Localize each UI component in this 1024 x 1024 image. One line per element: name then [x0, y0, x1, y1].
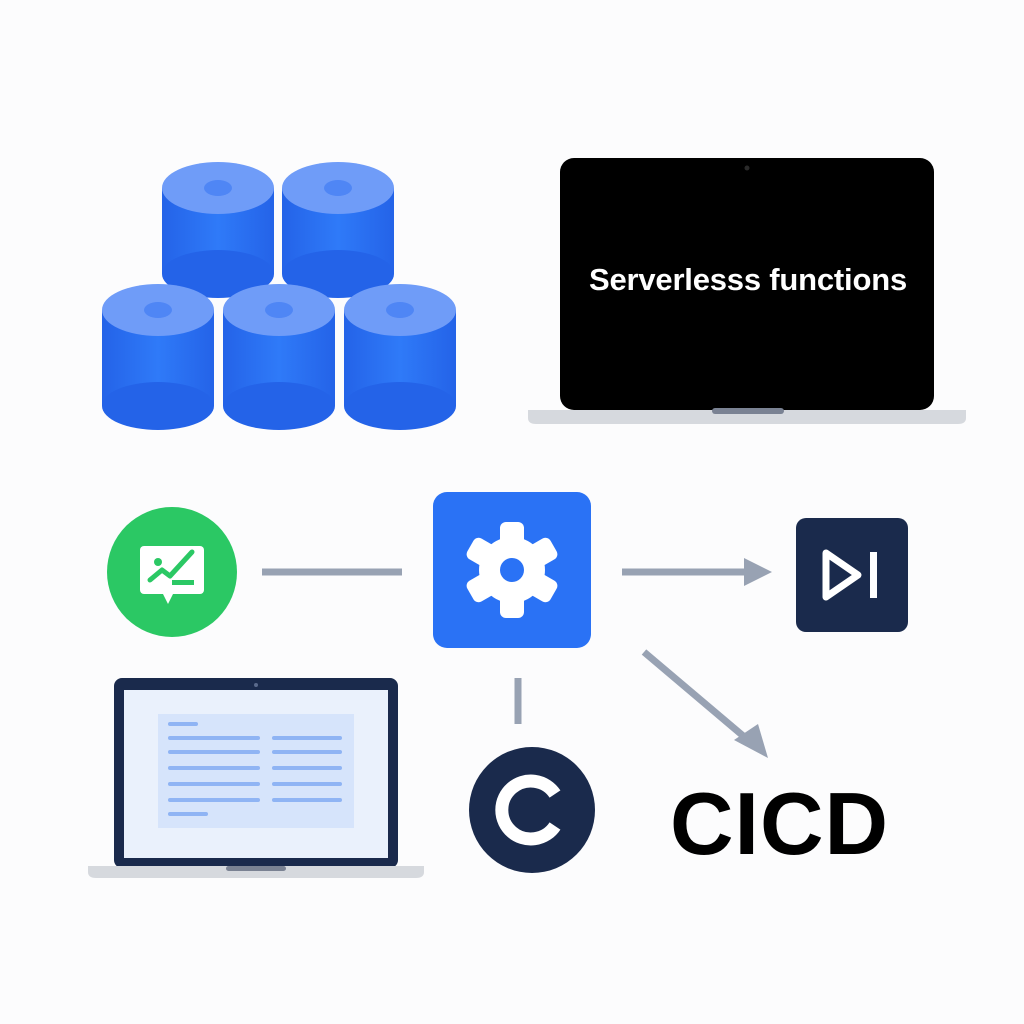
laptop-document-icon [88, 678, 424, 878]
database-cylinder [344, 284, 456, 430]
database-cylinder [223, 284, 335, 430]
arrowhead-down-right [734, 724, 768, 758]
chat-checkmark-icon [107, 507, 237, 637]
database-cylinders-icon [102, 162, 456, 430]
database-cylinder [102, 284, 214, 430]
database-cylinder [162, 162, 274, 298]
cicd-label: CICD [670, 774, 890, 873]
letter-c-icon [469, 747, 595, 873]
laptop-icon [528, 158, 966, 424]
laptop-screen-text: Serverlesss functions [588, 262, 907, 297]
database-cylinder [282, 162, 394, 298]
arrowhead-right [744, 558, 772, 586]
connector-gear-to-cicd [641, 649, 751, 743]
play-next-icon [796, 518, 908, 632]
gear-icon [433, 492, 591, 648]
connectors [262, 568, 751, 743]
